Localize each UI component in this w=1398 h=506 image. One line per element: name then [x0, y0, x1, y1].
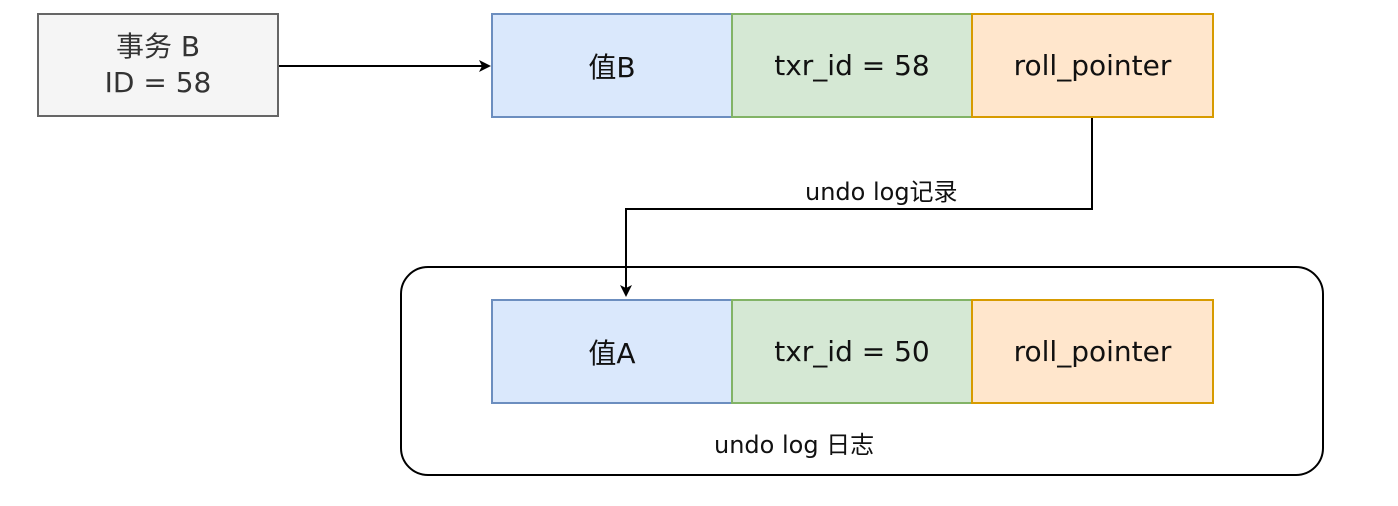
transaction-id: ID = 58: [104, 66, 212, 99]
current-txr-id-cell: txr_id = 58: [731, 13, 973, 118]
undo-value-cell: 值A: [491, 299, 733, 404]
undo-txr-id-cell: txr_id = 50: [731, 299, 973, 404]
current-value-text: 值B: [588, 50, 636, 84]
transaction-b-box: 事务 B ID = 58: [37, 13, 279, 117]
undo-roll-pointer-text: roll_pointer: [1013, 335, 1172, 368]
undo-txr-id-text: txr_id = 50: [774, 335, 930, 368]
current-roll-pointer-text: roll_pointer: [1013, 49, 1172, 82]
current-txr-id-text: txr_id = 58: [774, 49, 930, 82]
current-value-cell: 值B: [491, 13, 733, 118]
undo-roll-pointer-cell: roll_pointer: [971, 299, 1214, 404]
transaction-name: 事务 B: [115, 30, 201, 63]
edge-label-undo-log-record: undo log记录: [805, 178, 958, 206]
undo-value-text: 值A: [588, 336, 636, 370]
undo-log-group-label: undo log 日志: [714, 431, 875, 459]
current-roll-pointer-cell: roll_pointer: [971, 13, 1214, 118]
